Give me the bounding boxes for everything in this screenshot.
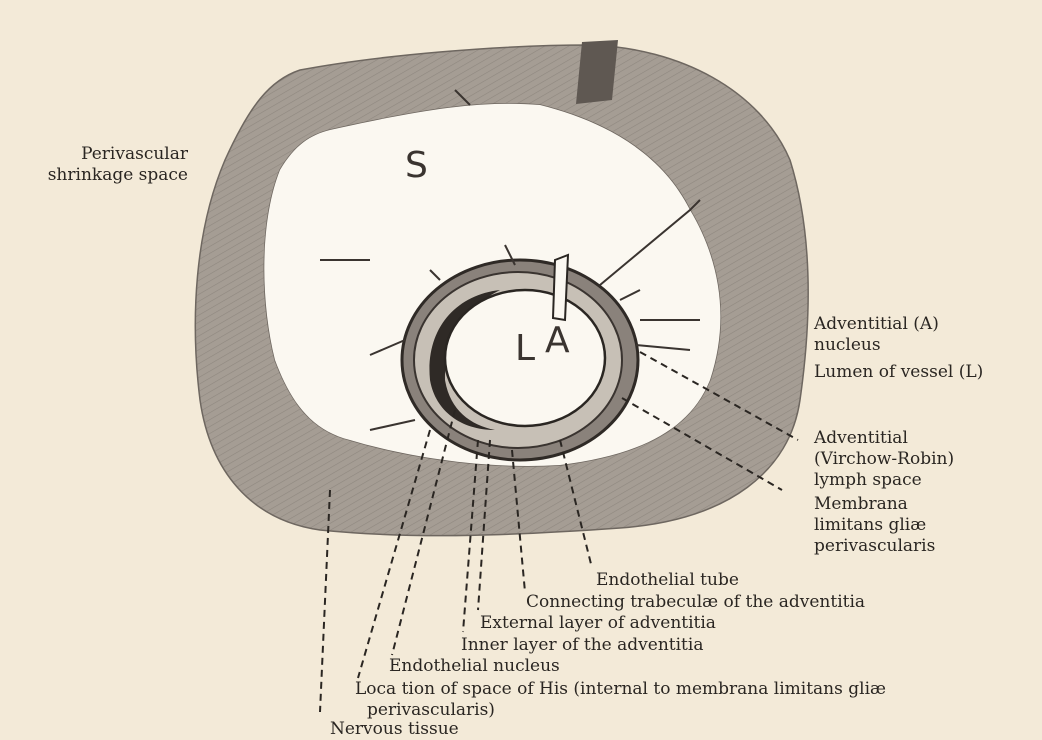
label-endothelial-nucleus: Endothelial nucleus bbox=[389, 656, 560, 677]
label-external-layer: External layer of adventitia bbox=[480, 613, 716, 634]
letter-l: L bbox=[515, 328, 535, 369]
letter-a: A bbox=[545, 320, 570, 361]
label-membrana-line1: Membrana bbox=[814, 494, 935, 515]
label-inner-layer: Inner layer of the adventitia bbox=[461, 635, 703, 656]
label-virchow: Adventitial (Virchow-Robin) lymph space bbox=[814, 428, 954, 491]
letter-s: S bbox=[405, 145, 428, 186]
label-membrana-line2: limitans gliæ bbox=[814, 515, 935, 536]
label-location-his-line2: perivascularis) bbox=[355, 700, 886, 721]
label-adventitial-nucleus-line1: Adventitial (A) bbox=[814, 314, 939, 335]
adventitial-nucleus bbox=[553, 255, 568, 320]
label-perivascular: Perivascular shrinkage space bbox=[4, 144, 188, 186]
label-membrana: Membrana limitans gliæ perivascularis bbox=[814, 494, 935, 557]
label-endothelial-tube: Endothelial tube bbox=[596, 570, 739, 591]
label-adventitial-nucleus-line2: nucleus bbox=[814, 335, 939, 356]
label-virchow-line3: lymph space bbox=[814, 470, 954, 491]
dark-band bbox=[576, 40, 618, 104]
label-perivascular-line1: Perivascular bbox=[4, 144, 188, 165]
label-virchow-line2: (Virchow-Robin) bbox=[814, 449, 954, 470]
label-virchow-line1: Adventitial bbox=[814, 428, 954, 449]
label-lumen: Lumen of vessel (L) bbox=[814, 362, 983, 383]
label-trabeculae: Connecting trabeculæ of the adventitia bbox=[526, 592, 865, 613]
label-perivascular-line2: shrinkage space bbox=[4, 165, 188, 186]
label-nervous: Nervous tissue bbox=[330, 719, 459, 740]
label-adventitial-nucleus: Adventitial (A) nucleus bbox=[814, 314, 939, 356]
label-membrana-line3: perivascularis bbox=[814, 536, 935, 557]
label-location-his: Loca tion of space of His (internal to m… bbox=[355, 679, 886, 721]
label-location-his-line1: Loca tion of space of His (internal to m… bbox=[355, 679, 886, 700]
